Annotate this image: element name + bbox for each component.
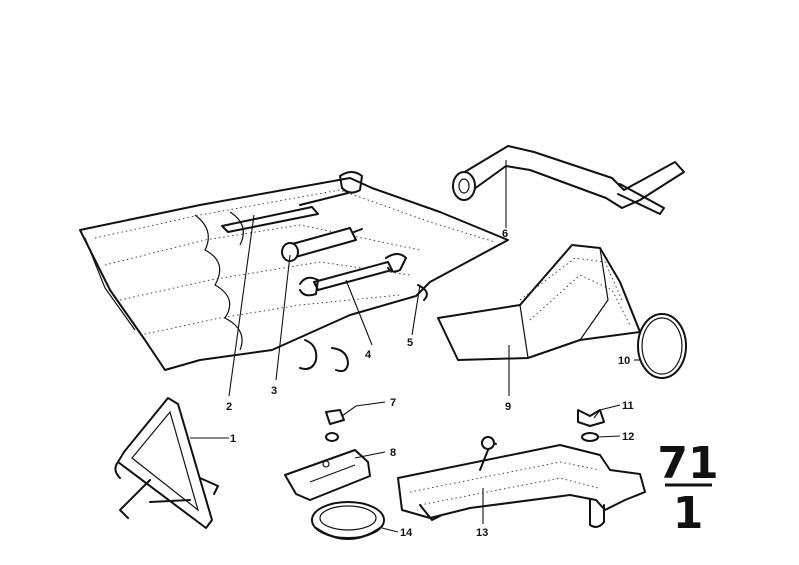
- warning-triangle: [114, 397, 219, 529]
- page-group-number: 71: [657, 438, 718, 489]
- bracket-plate: [284, 449, 371, 501]
- callout-14: 14: [400, 527, 413, 539]
- callout-12: 12: [622, 431, 634, 443]
- callout-13: 13: [476, 527, 488, 539]
- callout-6: 6: [502, 228, 508, 240]
- rubber-ring: [637, 313, 687, 379]
- callout-11: 11: [622, 400, 634, 412]
- callout-7: 7: [390, 397, 396, 409]
- callout-3: 3: [271, 385, 277, 397]
- bowl: [311, 501, 385, 540]
- page-number: 71 1: [657, 438, 718, 539]
- callout-8: 8: [390, 447, 396, 459]
- callout-5: 5: [407, 337, 413, 349]
- jack: [397, 436, 646, 528]
- callout-4: 4: [365, 349, 372, 361]
- spanner: [299, 253, 407, 297]
- socket-wrench: [281, 227, 363, 262]
- tool-roll: [79, 177, 509, 371]
- wheel-brace: [452, 145, 685, 215]
- leader-lines: [190, 160, 640, 533]
- callout-10: 10: [618, 355, 630, 367]
- screwdriver: [221, 171, 363, 233]
- wing-nut-7: [325, 409, 345, 442]
- wing-nut-11: [577, 409, 605, 442]
- callout-2: 2: [226, 401, 232, 413]
- wheel-chock: [437, 244, 641, 361]
- callout-1: 1: [230, 433, 236, 445]
- callout-9: 9: [505, 401, 511, 413]
- page-sheet-number: 1: [673, 488, 704, 539]
